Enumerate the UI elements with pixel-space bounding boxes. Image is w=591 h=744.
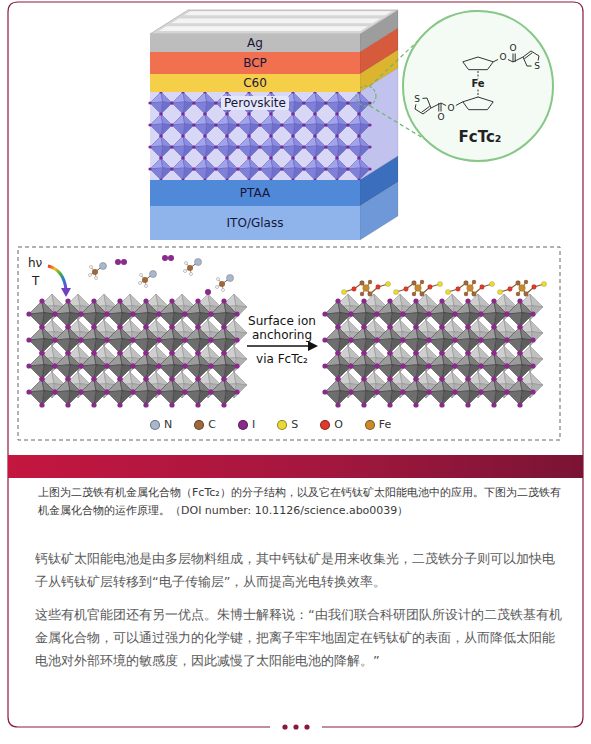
legend-text: N: [164, 418, 172, 432]
color-bar: [8, 455, 583, 478]
figure-caption: 上图为二茂铁有机金属化合物（FcTc₂）的分子结构，以及它在钙钛矿太阳能电池中的…: [38, 484, 566, 520]
arrow-head: [308, 341, 318, 351]
paragraph: 钙钛矿太阳能电池是由多层物料组成，其中钙钛矿是用来收集光，二茂铁分子则可以加快电…: [35, 547, 567, 593]
legend-text: Fe: [379, 418, 392, 432]
stimulus-label: T: [32, 274, 39, 288]
legend-item: O: [320, 418, 343, 432]
molecule-name: FcTc₂: [459, 130, 502, 145]
layer-label: Ag: [247, 36, 263, 50]
paragraph: 这些有机官能团还有另一优点。朱博士解释说：“由我们联合科研团队所设计的二茂铁基有…: [35, 603, 567, 672]
process-label: Surface ion anchoring: [240, 314, 324, 342]
legend-text: C: [208, 418, 216, 432]
electrode-top: [150, 10, 398, 34]
molecule-circle: SOOFeOOSFcTc₂: [402, 10, 554, 162]
layer-label: PTAA: [240, 186, 270, 200]
atom-label: S: [414, 95, 420, 104]
arrow-head: [61, 288, 71, 297]
legend: N C I S O Fe: [150, 418, 391, 432]
atom-label: O: [447, 104, 454, 113]
legend-swatch: [320, 420, 330, 430]
layer-band: C60: [150, 74, 360, 92]
legend-item: Fe: [365, 418, 392, 432]
layer-front: [150, 92, 360, 180]
dashed-panel: [18, 247, 560, 440]
cell-stack: [150, 10, 398, 240]
layer-band: ITO/Glass: [150, 206, 360, 240]
process-label: via FcTc₂: [240, 352, 324, 366]
legend-item: I: [238, 418, 255, 432]
perovskite-layer: Perovskite: [150, 92, 360, 180]
legend-text: S: [291, 418, 298, 432]
circle-ground: [403, 11, 553, 161]
legend-swatch: [238, 420, 248, 430]
atom-label: S: [534, 62, 540, 71]
layer-label: Perovskite: [221, 96, 289, 110]
perovskite-lattice: [322, 294, 543, 408]
layer-band: Ag: [150, 34, 360, 52]
layer-label: C60: [243, 76, 267, 90]
stimulus-label: hν: [28, 256, 42, 270]
layer-label: ITO/Glass: [227, 216, 284, 230]
stimulus-arrow: [48, 266, 66, 290]
electrode-stripe: [159, 26, 368, 31]
legend-text: O: [334, 418, 343, 432]
divider-dot: [293, 724, 298, 729]
legend-swatch: [194, 420, 204, 430]
legend-item: S: [277, 418, 298, 432]
anchored-molecules: [341, 280, 546, 297]
divider-dot: [282, 724, 287, 729]
legend-swatch: [277, 420, 287, 430]
legend-item: N: [150, 418, 172, 432]
legend-swatch: [150, 420, 160, 430]
atom-label: O: [499, 53, 506, 62]
electrode-stripe: [171, 18, 380, 23]
atom-label: Fe: [471, 79, 484, 89]
surface-ions: [89, 255, 234, 295]
molecule-structure: [415, 51, 539, 114]
layer-band: BCP: [150, 52, 360, 74]
perovskite-lattice: [26, 294, 247, 408]
legend-item: C: [194, 418, 216, 432]
atom-label: O: [437, 113, 444, 122]
process-arrow: [247, 345, 310, 347]
layer-label: BCP: [243, 56, 267, 70]
divider-dot: [304, 724, 309, 729]
legend-swatch: [365, 420, 375, 430]
perovskite-lattice: [148, 90, 371, 181]
electrode-stripe: [184, 11, 392, 15]
atom-label: O: [509, 44, 516, 53]
layer-side: [360, 182, 398, 240]
card-frame: [8, 2, 583, 727]
layer-band: PTAA: [150, 180, 360, 206]
legend-text: I: [252, 418, 255, 432]
